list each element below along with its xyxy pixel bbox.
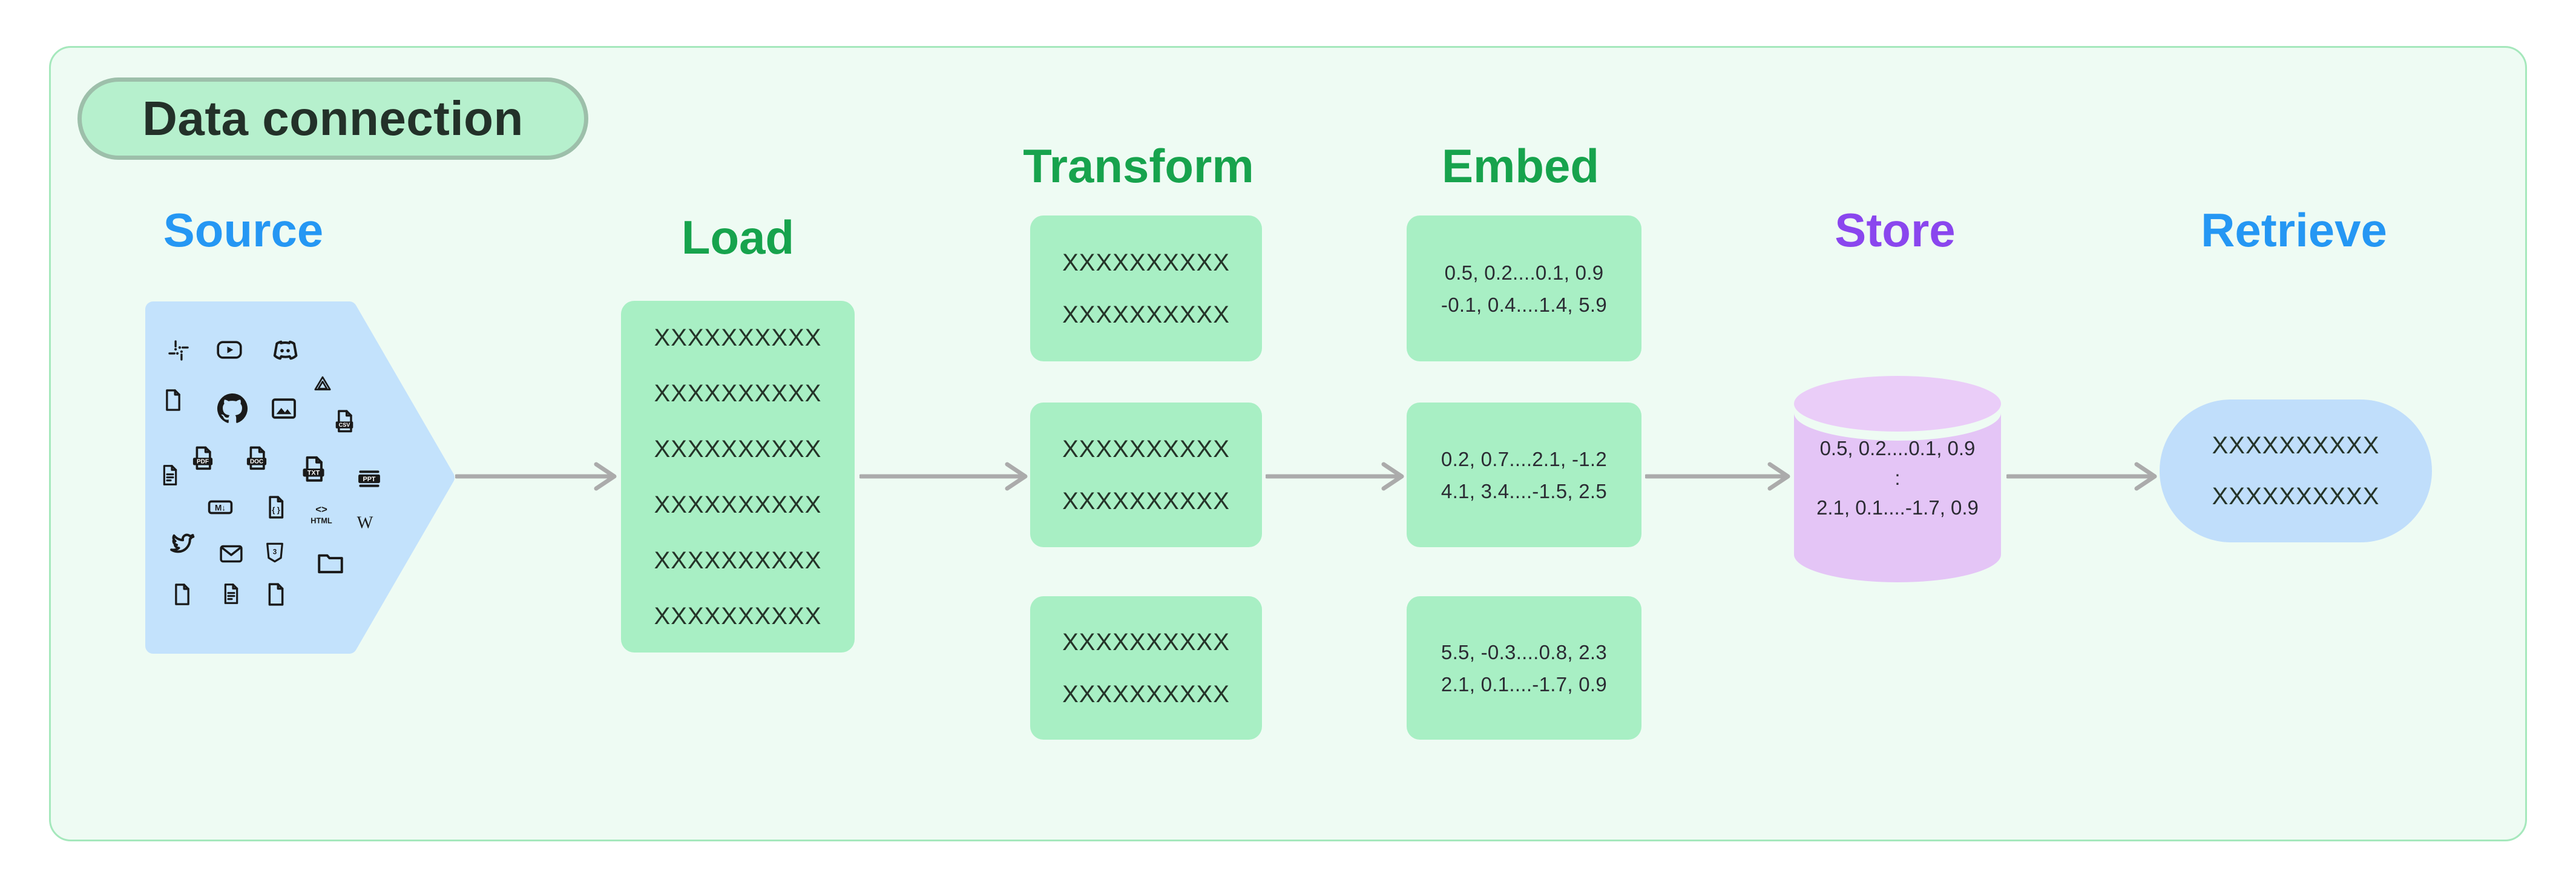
- source-shape: CSV PDF DOC TXT PPT M↓ { } <> HTML W 3: [145, 301, 455, 654]
- embed-value-line: 5.5, -0.3....0.8, 2.3: [1441, 640, 1608, 663]
- transform-box-line: XXXXXXXXXX: [1062, 628, 1230, 656]
- svg-text:{ }: { }: [272, 505, 280, 515]
- source-icons: CSV PDF DOC TXT PPT M↓ { } <> HTML W 3: [145, 301, 455, 654]
- svg-text:CSV: CSV: [338, 422, 350, 428]
- store-value-line: :: [1894, 467, 1901, 489]
- transform-box-line: XXXXXXXXXX: [1062, 435, 1230, 462]
- embed-value-line: -0.1, 0.4....1.4, 5.9: [1441, 293, 1608, 316]
- transform-box-line: XXXXXXXXXX: [1062, 249, 1230, 276]
- svg-text:PPT: PPT: [363, 476, 376, 483]
- svg-text:DOC: DOC: [250, 459, 263, 465]
- load-box: XXXXXXXXXX XXXXXXXXXX XXXXXXXXXX XXXXXXXXXX…: [621, 301, 855, 653]
- stage-label-embed: Embed: [1441, 139, 1600, 192]
- flow-arrow: [1264, 457, 1404, 499]
- stage-label-source: Source: [163, 203, 324, 257]
- svg-text:TXT: TXT: [307, 469, 320, 476]
- embed-box: 0.5, 0.2....0.1, 0.9 -0.1, 0.4....1.4, 5.…: [1407, 215, 1641, 361]
- load-box-line: XXXXXXXXXX: [654, 602, 822, 630]
- stage-label-load: Load: [681, 211, 795, 264]
- store-value-line: 2.1, 0.1....-1.7, 0.9: [1816, 496, 1979, 519]
- flow-arrow: [858, 457, 1028, 499]
- stage-label-retrieve: Retrieve: [2201, 203, 2387, 257]
- svg-text:HTML: HTML: [311, 516, 333, 525]
- stage-label-transform: Transform: [1023, 139, 1254, 192]
- stage-label-store: Store: [1835, 203, 1956, 257]
- transform-box-line: XXXXXXXXXX: [1062, 301, 1230, 328]
- svg-text:W: W: [357, 514, 373, 533]
- diagram-title-pill: Data connection: [77, 77, 588, 160]
- retrieve-box: XXXXXXXXXX XXXXXXXXXX: [2160, 399, 2432, 542]
- transform-box: XXXXXXXXXX XXXXXXXXXX: [1030, 403, 1262, 547]
- load-box-line: XXXXXXXXXX: [654, 380, 822, 407]
- svg-text:<>: <>: [316, 504, 328, 515]
- load-box-line: XXXXXXXXXX: [654, 324, 822, 351]
- flow-arrow: [2005, 457, 2157, 499]
- svg-text:3: 3: [273, 548, 277, 556]
- retrieve-box-line: XXXXXXXXXX: [2212, 483, 2380, 510]
- store-values: 0.5, 0.2....0.1, 0.9: 2.1, 0.1....-1.7, 0…: [1793, 433, 2002, 522]
- svg-text:M↓: M↓: [214, 504, 225, 513]
- embed-value-line: 2.1, 0.1....-1.7, 0.9: [1441, 672, 1608, 695]
- store-value-line: 0.5, 0.2....0.1, 0.9: [1819, 437, 1976, 459]
- load-box-line: XXXXXXXXXX: [654, 491, 822, 518]
- svg-text:PDF: PDF: [197, 459, 209, 465]
- diagram-canvas: [49, 46, 2527, 841]
- load-box-line: XXXXXXXXXX: [654, 547, 822, 574]
- flow-arrow: [1644, 457, 1790, 499]
- embed-value-line: 4.1, 3.4....-1.5, 2.5: [1441, 479, 1608, 502]
- vector-store-cylinder: [1793, 375, 2002, 583]
- transform-box-line: XXXXXXXXXX: [1062, 487, 1230, 515]
- transform-box-line: XXXXXXXXXX: [1062, 680, 1230, 708]
- embed-box: 0.2, 0.7....2.1, -1.2 4.1, 3.4....-1.5, 2…: [1407, 403, 1641, 547]
- flow-arrow: [454, 457, 617, 499]
- embed-value-line: 0.5, 0.2....0.1, 0.9: [1444, 261, 1604, 284]
- transform-box: XXXXXXXXXX XXXXXXXXXX: [1030, 215, 1262, 361]
- retrieve-box-line: XXXXXXXXXX: [2212, 432, 2380, 459]
- embed-box: 5.5, -0.3....0.8, 2.3 2.1, 0.1....-1.7, 0…: [1407, 596, 1641, 740]
- load-box-line: XXXXXXXXXX: [654, 435, 822, 462]
- diagram-title: Data connection: [142, 91, 524, 145]
- embed-value-line: 0.2, 0.7....2.1, -1.2: [1441, 447, 1608, 470]
- transform-box: XXXXXXXXXX XXXXXXXXXX: [1030, 596, 1262, 740]
